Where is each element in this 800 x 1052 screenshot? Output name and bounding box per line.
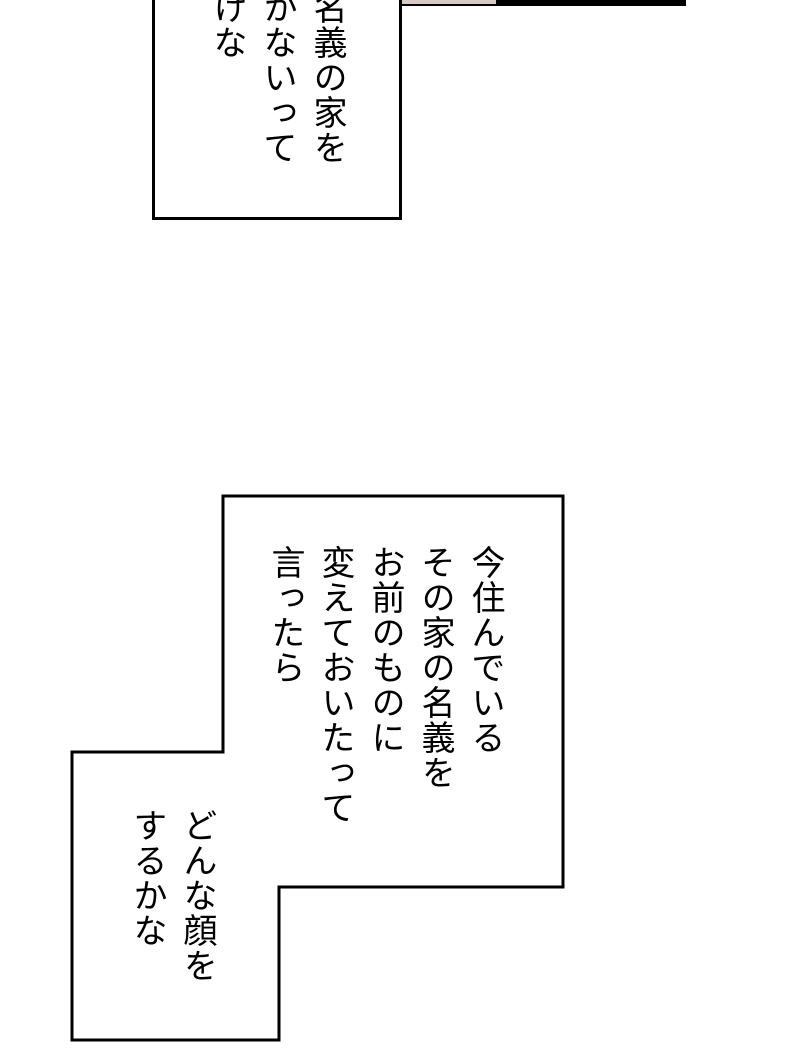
caption-main-line-2: その家の名義を: [415, 545, 455, 790]
caption-bottom-line-1: どんな顔を: [177, 808, 217, 983]
caption-box-top: [152, 0, 402, 220]
caption-main-line-3: お前のものに: [365, 545, 405, 755]
caption-top-line-1: 名義の家を: [307, 0, 347, 165]
caption-main-line-1: 今住んでいる: [465, 545, 505, 755]
caption-bottom-line-2: するかな: [127, 808, 167, 948]
caption-top-line-2: かないって: [257, 0, 297, 165]
caption-top-line-3: けな: [207, 0, 247, 60]
caption-main-line-5: 言ったら: [265, 545, 305, 685]
panel-edge-tone: [400, 0, 496, 6]
panel-edge-dark: [496, 0, 686, 6]
caption-main-line-4: 変えておいたって: [315, 545, 355, 825]
